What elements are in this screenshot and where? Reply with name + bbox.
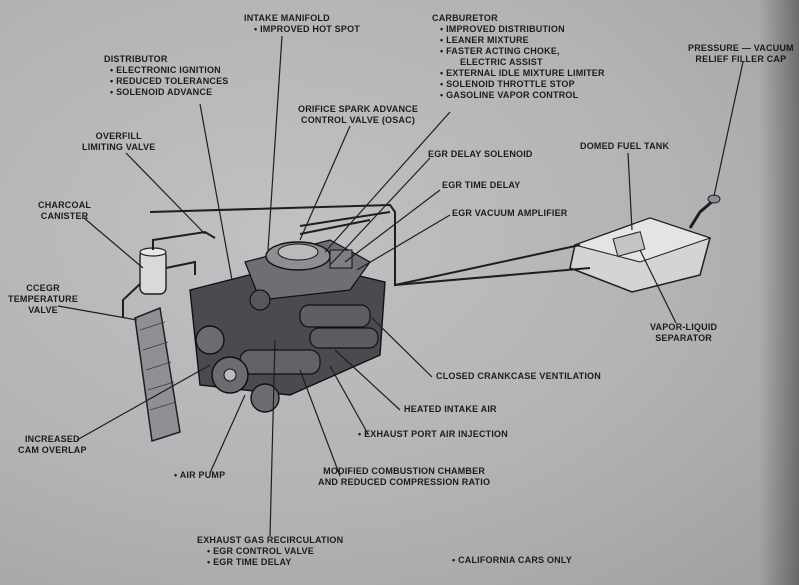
distributor-item: REDUCED TOLERANCES [110,76,229,87]
carburetor-item: LEANER MIXTURE [440,35,605,46]
overfill-line1: OVERFILL [95,131,142,141]
increased-cam-callout: INCREASED CAM OVERLAP [18,434,87,456]
vapor-liquid-line2: SEPARATOR [655,333,713,343]
osac-line1: ORIFICE SPARK ADVANCE [298,104,419,114]
egr-vacuum-amplifier-label: EGR VACUUM AMPLIFIER [452,208,568,218]
overfill-line2: LIMITING VALVE [82,142,156,152]
intake-manifold-item: IMPROVED HOT SPOT [244,24,360,35]
distributor-title: DISTRIBUTOR [104,54,168,64]
ccegr-line2: TEMPERATURE [8,294,79,304]
modified-combustion-line2: AND REDUCED COMPRESSION RATIO [318,477,491,487]
increased-cam-line2: CAM OVERLAP [18,445,87,455]
domed-fuel-tank-label: DOMED FUEL TANK [580,141,670,151]
carburetor-title: CARBURETOR [432,13,498,23]
pressure-cap-line1: PRESSURE — VACUUM [688,43,794,53]
charcoal-canister-callout: CHARCOAL CANISTER [38,200,91,222]
air-pump-label: AIR PUMP [174,470,225,481]
osac-callout: ORIFICE SPARK ADVANCE CONTROL VALVE (OSA… [298,104,418,126]
exhaust-port-callout: EXHAUST PORT AIR INJECTION [358,429,508,440]
egr-delay-solenoid-label: EGR DELAY SOLENOID [428,149,533,159]
heated-intake-label: HEATED INTAKE AIR [404,404,497,414]
distributor-callout: DISTRIBUTOR ELECTRONIC IGNITION REDUCED … [104,54,229,98]
carburetor-item: SOLENOID THROTTLE STOP [440,79,605,90]
radiator [134,306,181,442]
modified-combustion-line1: MODIFIED COMBUSTION CHAMBER [323,466,486,476]
exhaust-port-label: EXHAUST PORT AIR INJECTION [358,429,508,440]
ccegr-line1: CCEGR [26,283,60,293]
vapor-lines [122,203,591,318]
california-note: CALIFORNIA CARS ONLY [452,555,572,566]
vapor-liquid-callout: VAPOR-LIQUID SEPARATOR [650,322,717,344]
engine-block [189,239,386,413]
intake-manifold-callout: INTAKE MANIFOLD IMPROVED HOT SPOT [244,13,360,35]
carburetor-item: GASOLINE VAPOR CONTROL [440,90,605,101]
closed-crankcase-label: CLOSED CRANKCASE VENTILATION [436,371,601,381]
egr-item: EGR TIME DELAY [207,557,343,568]
modified-combustion-callout: MODIFIED COMBUSTION CHAMBER AND REDUCED … [318,466,490,488]
egr-title: EXHAUST GAS RECIRCULATION [197,535,344,545]
egr-time-delay-label: EGR TIME DELAY [442,180,521,190]
charcoal-line1: CHARCOAL [38,200,92,210]
intake-manifold-title: INTAKE MANIFOLD [244,13,330,23]
carburetor-item: ELECTRIC ASSIST [460,57,543,67]
carburetor-item: EXTERNAL IDLE MIXTURE LIMITER [440,68,605,79]
ccegr-callout: CCEGR TEMPERATURE VALVE [8,283,78,316]
charcoal-line2: CANISTER [40,211,89,221]
pressure-cap-line2: RELIEF FILLER CAP [695,54,787,64]
egr-item: EGR CONTROL VALVE [207,546,343,557]
carburetor-item: FASTER ACTING CHOKE, [440,46,605,57]
charcoal-canister [139,247,167,295]
leader-lines [57,35,744,537]
osac-line2: CONTROL VALVE (OSAC) [301,115,416,125]
pressure-cap-callout: PRESSURE — VACUUM RELIEF FILLER CAP [688,43,794,65]
air-pump-callout: AIR PUMP [174,470,225,481]
carburetor-item: IMPROVED DISTRIBUTION [440,24,605,35]
ccegr-line3: VALVE [28,305,58,315]
overfill-callout: OVERFILL LIMITING VALVE [82,131,155,153]
vapor-liquid-line1: VAPOR-LIQUID [650,322,718,332]
carburetor-callout: CARBURETOR IMPROVED DISTRIBUTION LEANER … [432,13,605,101]
increased-cam-line1: INCREASED [24,434,80,444]
egr-callout: EXHAUST GAS RECIRCULATION EGR CONTROL VA… [197,535,343,568]
distributor-item: SOLENOID ADVANCE [110,87,229,98]
distributor-item: ELECTRONIC IGNITION [110,65,229,76]
fuel-tank [569,194,721,293]
california-label: CALIFORNIA CARS ONLY [452,555,572,566]
